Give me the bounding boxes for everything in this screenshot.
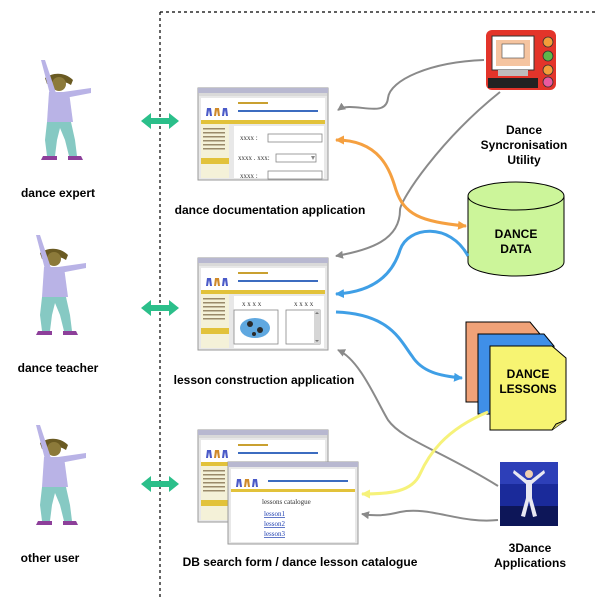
actor-other-label: other user: [21, 551, 80, 565]
lesson-left-caption: x x x x: [242, 300, 262, 308]
dance-lessons-documents: DANCE LESSONS: [465, 321, 567, 431]
app-documentation-window: xxxx : xxxx . xxx: xxxx :: [197, 87, 329, 181]
doc-field1-label: xxxx :: [240, 134, 258, 142]
actor-expert-label: dance expert: [21, 186, 95, 200]
applications-line2: Applications: [494, 556, 566, 570]
link-utility-to-doc: [337, 59, 485, 111]
database-line1: DANCE: [495, 227, 538, 241]
doc-field2-select: [275, 153, 317, 163]
lessons-line2: LESSONS: [499, 382, 556, 396]
catalogue-item-1[interactable]: lesson1: [264, 510, 286, 518]
link-apps-to-lesson: [337, 349, 499, 487]
lesson-list-scrollbar: [314, 310, 320, 344]
catalogue-item-2[interactable]: lesson2: [264, 520, 286, 528]
actor-teacher-label: dance teacher: [18, 361, 99, 375]
app-lesson-window: x x x x x x x x: [197, 257, 329, 351]
applications-line1: 3Dance: [509, 541, 552, 555]
link-doc-database: [335, 135, 467, 230]
doc-field3-input: [267, 170, 323, 180]
doc-field3-label: xxxx :: [240, 172, 258, 180]
3dance-applications-icon: [500, 462, 558, 526]
actor-dance-teacher: dance teacher: [18, 235, 99, 375]
chevron-down-icon: [311, 156, 315, 160]
app-documentation-label: dance documentation application: [175, 203, 366, 217]
link-lesson-to-docs: [335, 310, 463, 382]
doc-field2-label: xxxx . xxx:: [238, 154, 270, 162]
doc-field1-input: [267, 133, 323, 143]
lessons-line1: DANCE: [507, 367, 550, 381]
chevron-down-icon: [315, 340, 319, 342]
dance-data-database: DANCE DATA: [467, 181, 565, 277]
actor-other-user: other user: [21, 425, 86, 565]
app-search-label: DB search form / dance lesson catalogue: [183, 555, 418, 569]
catalogue-item-3[interactable]: lesson3: [264, 530, 286, 538]
app-lesson-label: lesson construction application: [174, 373, 355, 387]
utility-line2: Syncronisation: [481, 138, 568, 152]
lesson-right-caption: x x x x: [294, 300, 314, 308]
catalogue-window: lessons catalogue lesson1 lesson2 lesson…: [227, 461, 359, 545]
database-line2: DATA: [500, 242, 532, 256]
chevron-up-icon: [315, 312, 319, 314]
link-other-arrow: [141, 476, 179, 492]
utility-line3: Utility: [507, 153, 541, 167]
utility-line1: Dance: [506, 123, 542, 137]
link-apps-to-catalogue: [361, 509, 499, 522]
link-docs-to-catalogue: [361, 410, 489, 499]
catalogue-title: lessons catalogue: [262, 498, 311, 506]
link-database-to-lesson: [335, 229, 470, 299]
actor-dance-expert: dance expert: [21, 60, 95, 200]
sync-utility-icon: [486, 30, 556, 90]
